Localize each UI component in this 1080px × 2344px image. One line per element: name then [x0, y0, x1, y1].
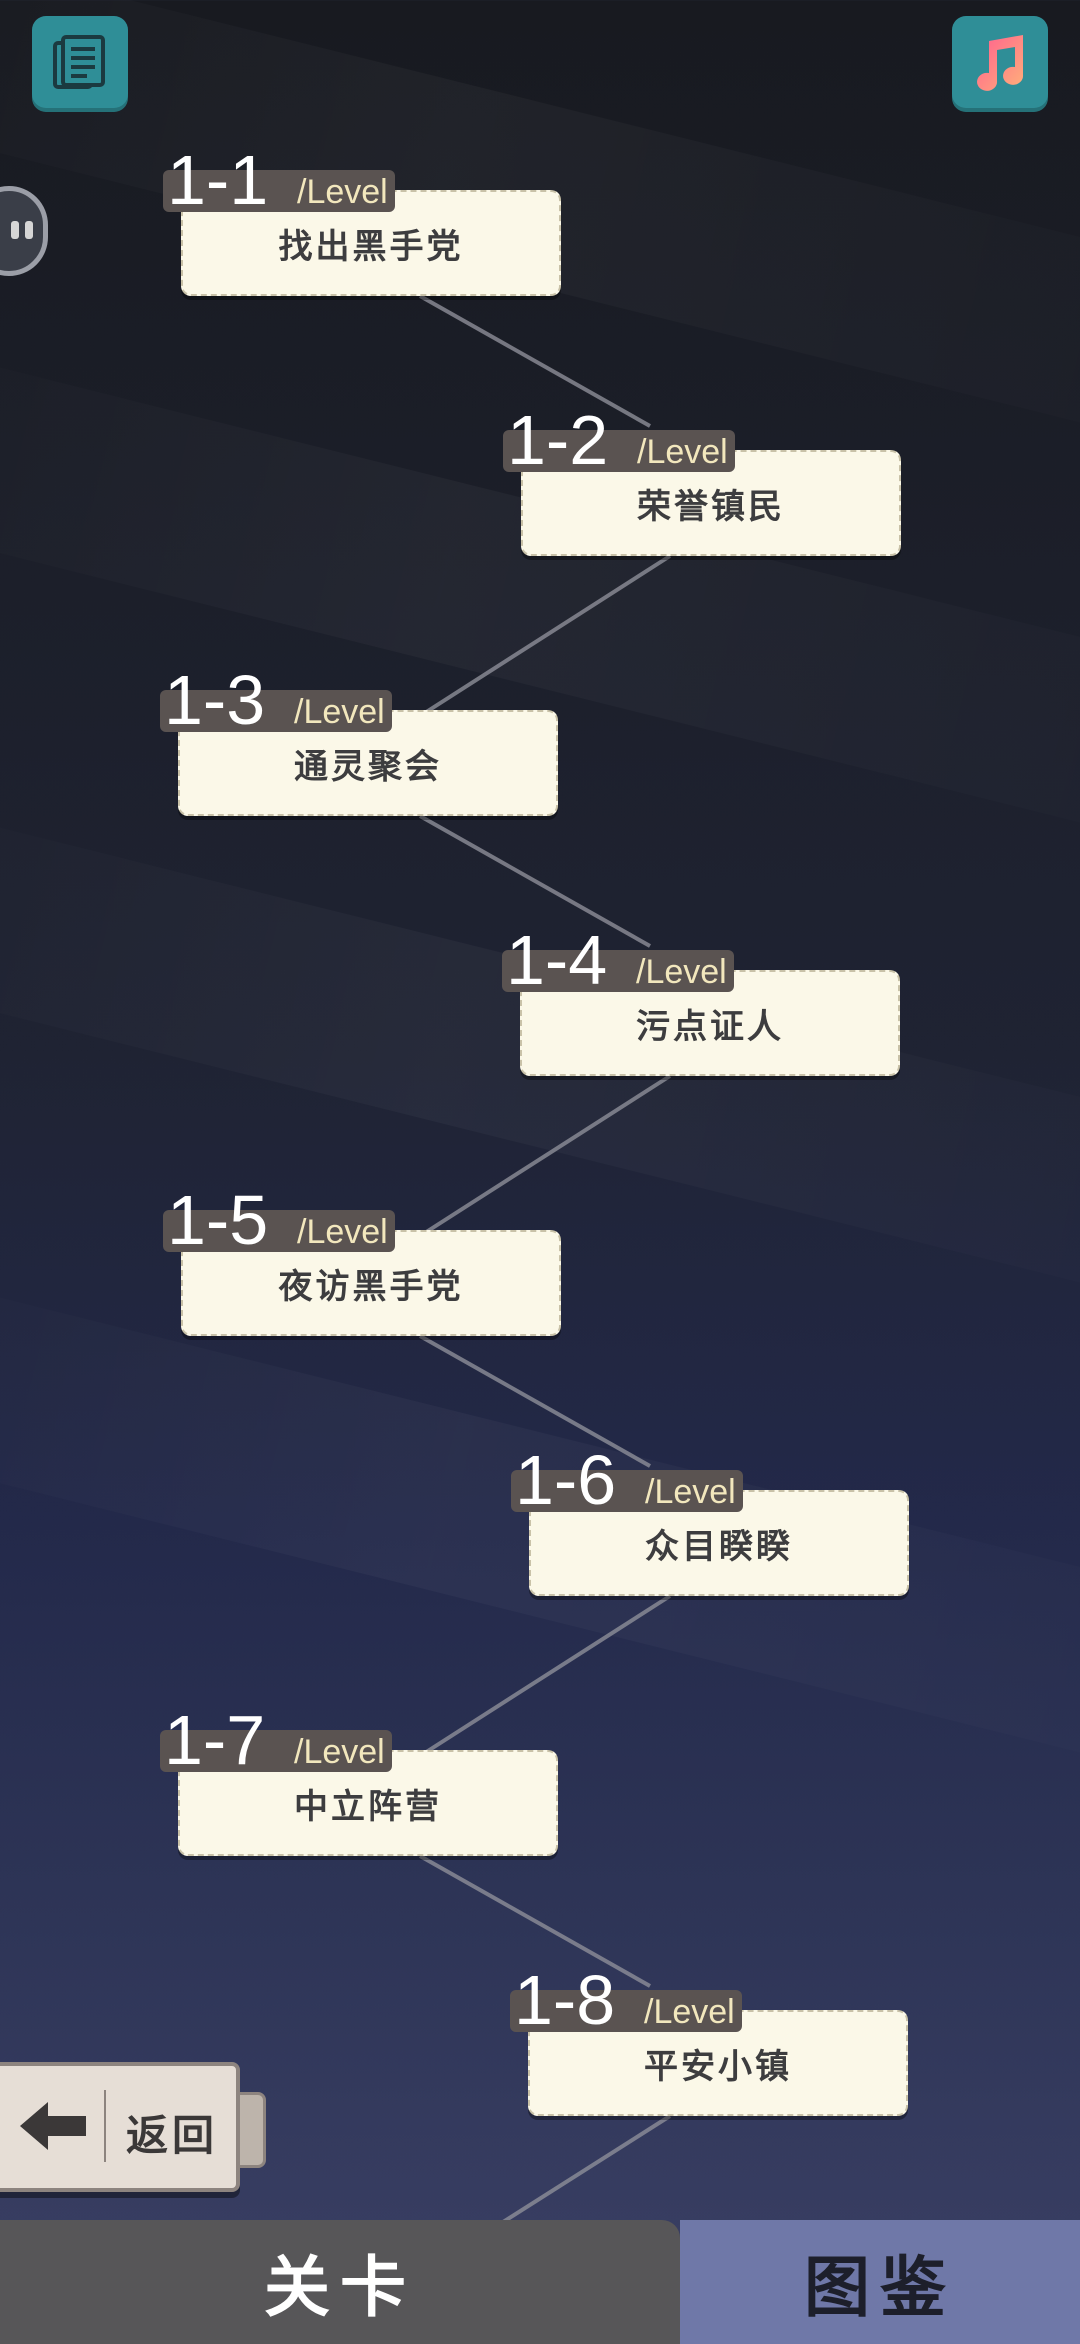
level-name: 荣誉镇民: [637, 486, 785, 527]
level-tag: [160, 690, 392, 732]
eye-icon: [25, 221, 33, 239]
music-note-icon: [977, 35, 1024, 91]
level-suffix: /Level: [294, 693, 385, 731]
level-tag: [163, 1210, 395, 1252]
eye-icon: [11, 221, 19, 239]
level-name: 夜访黑手党: [278, 1266, 464, 1307]
documents-icon: [53, 35, 105, 89]
back-button[interactable]: 返回: [0, 2062, 270, 2202]
level-number: 1-1: [167, 141, 269, 219]
level-suffix: /Level: [644, 1993, 735, 2031]
level-suffix: /Level: [637, 433, 728, 471]
level-name: 中立阵营: [294, 1786, 442, 1827]
back-button-divider: [104, 2090, 106, 2162]
level-node[interactable]: 通灵聚会 1-3 /Level: [160, 661, 560, 838]
level-suffix: /Level: [297, 173, 388, 211]
back-button-label: 返回: [126, 2111, 219, 2160]
level-node[interactable]: 平安小镇 1-8 /Level: [510, 1961, 910, 2138]
level-number: 1-5: [167, 1181, 269, 1259]
level-tag: [502, 950, 734, 992]
tab-levels[interactable]: 关卡: [0, 2220, 680, 2344]
level-tag: [510, 1990, 742, 2032]
level-node[interactable]: 找出黑手党 1-1 /Level: [163, 141, 563, 318]
tab-levels-label: 关卡: [264, 2249, 416, 2326]
level-node[interactable]: 夜访黑手党 1-5 /Level: [163, 1181, 563, 1358]
level-name: 通灵聚会: [294, 746, 442, 787]
level-name: 平安小镇: [644, 2046, 792, 2087]
level-number: 1-2: [507, 401, 609, 479]
bottom-tab-bar: 关卡 图鉴: [0, 2220, 1080, 2344]
level-number: 1-8: [514, 1961, 616, 2039]
tab-gallery-label: 图鉴: [804, 2249, 956, 2326]
level-suffix: /Level: [636, 953, 727, 991]
level-tag: [160, 1730, 392, 1772]
level-number: 1-6: [515, 1441, 617, 1519]
level-node[interactable]: 荣誉镇民 1-2 /Level: [503, 401, 903, 578]
level-suffix: /Level: [645, 1473, 736, 1511]
level-node[interactable]: 中立阵营 1-7 /Level: [160, 1701, 560, 1878]
level-suffix: /Level: [297, 1213, 388, 1251]
level-suffix: /Level: [294, 1733, 385, 1771]
level-name: 污点证人: [636, 1006, 784, 1047]
level-number: 1-4: [506, 921, 608, 999]
music-button[interactable]: [952, 16, 1048, 112]
level-number: 1-3: [164, 661, 266, 739]
arrow-left-icon: [20, 2102, 86, 2150]
level-tag: [511, 1470, 743, 1512]
level-number: 1-7: [164, 1701, 266, 1779]
level-tag: [503, 430, 735, 472]
documents-button[interactable]: [32, 16, 128, 112]
tab-gallery[interactable]: 图鉴: [680, 2220, 1080, 2344]
level-node[interactable]: 众目睽睽 1-6 /Level: [511, 1441, 911, 1618]
level-node[interactable]: 污点证人 1-4 /Level: [502, 921, 902, 1098]
level-name: 找出黑手党: [278, 226, 464, 267]
level-name: 众目睽睽: [645, 1526, 793, 1567]
level-tag: [163, 170, 395, 212]
